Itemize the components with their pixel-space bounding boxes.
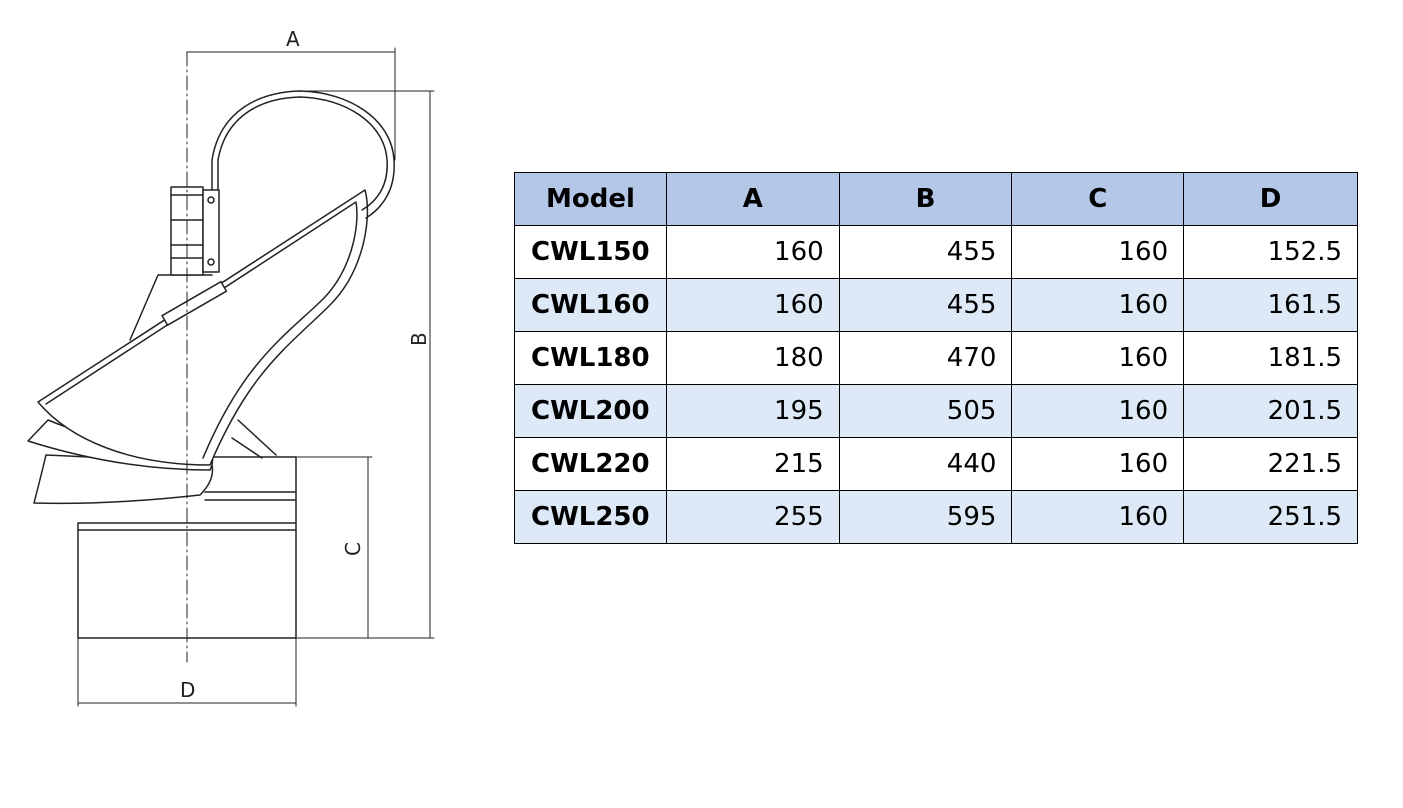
cell-model: CWL160 bbox=[514, 278, 667, 332]
cell-c: 160 bbox=[1011, 225, 1185, 279]
cell-c: 160 bbox=[1011, 278, 1185, 332]
header-b: B bbox=[838, 172, 1013, 226]
cell-b: 455 bbox=[838, 278, 1013, 332]
cell-c: 160 bbox=[1011, 490, 1185, 544]
dimension-label-a: A bbox=[286, 27, 300, 51]
dimension-label-b: B bbox=[407, 332, 431, 346]
cell-d: 201.5 bbox=[1183, 384, 1358, 438]
cell-a: 195 bbox=[665, 384, 840, 438]
cell-d: 161.5 bbox=[1183, 278, 1358, 332]
cell-b: 505 bbox=[838, 384, 1013, 438]
cell-model: CWL220 bbox=[514, 437, 667, 491]
cell-b: 455 bbox=[838, 225, 1013, 279]
support-strut bbox=[231, 419, 277, 459]
table-row: CWL220 215 440 160 221.5 bbox=[514, 437, 1358, 491]
cell-model: CWL200 bbox=[514, 384, 667, 438]
chimney-cowl-drawing: A B C D bbox=[27, 27, 435, 707]
table-row: CWL160 160 455 160 161.5 bbox=[514, 278, 1358, 332]
cell-model: CWL150 bbox=[514, 225, 667, 279]
mast bbox=[170, 186, 220, 276]
cell-b: 440 bbox=[838, 437, 1013, 491]
dimension-label-d: D bbox=[180, 678, 195, 702]
cell-a: 160 bbox=[665, 225, 840, 279]
cell-d: 152.5 bbox=[1183, 225, 1358, 279]
table-header-row: Model A B C D bbox=[514, 172, 1358, 226]
cell-a: 215 bbox=[665, 437, 840, 491]
cell-model: CWL180 bbox=[514, 331, 667, 385]
cell-d: 251.5 bbox=[1183, 490, 1358, 544]
table-row: CWL200 195 505 160 201.5 bbox=[514, 384, 1358, 438]
header-d: D bbox=[1183, 172, 1358, 226]
cell-c: 160 bbox=[1011, 331, 1185, 385]
header-c: C bbox=[1011, 172, 1185, 226]
cell-a: 255 bbox=[665, 490, 840, 544]
cell-d: 221.5 bbox=[1183, 437, 1358, 491]
header-model: Model bbox=[514, 172, 667, 226]
cell-c: 160 bbox=[1011, 437, 1185, 491]
header-a: A bbox=[665, 172, 840, 226]
main-vane bbox=[37, 189, 369, 466]
hood-arc-inner bbox=[217, 96, 388, 211]
cell-model: CWL250 bbox=[514, 490, 667, 544]
cell-a: 160 bbox=[665, 278, 840, 332]
hood-arc bbox=[211, 90, 395, 219]
dimension-lines bbox=[77, 47, 435, 707]
cell-b: 470 bbox=[838, 331, 1013, 385]
cell-d: 181.5 bbox=[1183, 331, 1358, 385]
cell-a: 180 bbox=[665, 331, 840, 385]
table-row: CWL180 180 470 160 181.5 bbox=[514, 331, 1358, 385]
model-dimensions-table: Model A B C D CWL150 160 455 160 152.5 C… bbox=[514, 172, 1358, 544]
table-row: CWL250 255 595 160 251.5 bbox=[514, 490, 1358, 544]
cell-c: 160 bbox=[1011, 384, 1185, 438]
dimension-label-c: C bbox=[341, 542, 365, 556]
main-vane-inner bbox=[45, 201, 358, 459]
vane-bracket bbox=[161, 280, 228, 326]
table-row: CWL150 160 455 160 152.5 bbox=[514, 225, 1358, 279]
cell-b: 595 bbox=[838, 490, 1013, 544]
